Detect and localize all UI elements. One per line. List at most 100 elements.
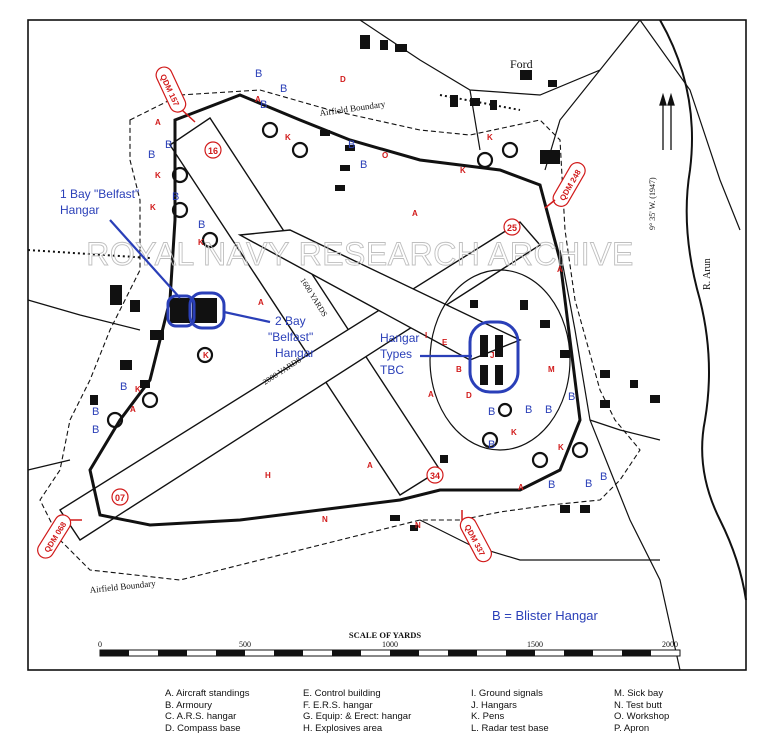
watermark-text: ROYAL NAVY RESEARCH ARCHIVE xyxy=(86,236,634,272)
svg-text:B: B xyxy=(548,479,555,491)
svg-text:K: K xyxy=(203,351,209,360)
map-legend: A. Aircraft standings B. Armoury C. A.R.… xyxy=(165,688,725,734)
legend-item-b: B. Armoury xyxy=(165,699,212,711)
legend-item-d: D. Compass base xyxy=(165,722,241,734)
svg-text:A: A xyxy=(367,461,373,470)
scale-ticks: 0 500 1000 1500 2000 xyxy=(98,640,678,649)
one-bay-highlight xyxy=(166,294,196,328)
scale-tick-2000: 2000 xyxy=(662,640,678,649)
svg-text:B: B xyxy=(280,83,287,95)
runway-number-07: 07 xyxy=(111,488,129,506)
svg-text:K: K xyxy=(558,443,564,452)
svg-text:K: K xyxy=(135,385,141,394)
svg-text:K: K xyxy=(198,238,204,247)
svg-text:I: I xyxy=(425,331,427,340)
svg-text:K: K xyxy=(460,166,466,175)
svg-text:A: A xyxy=(155,118,161,127)
svg-text:B: B xyxy=(456,365,462,374)
hangar-types-annotation-line2: Types xyxy=(380,347,412,361)
boundary-label-south: Airfield Boundary xyxy=(89,578,156,595)
svg-text:B: B xyxy=(545,404,552,416)
legend-item-m: M. Sick bay xyxy=(614,688,664,699)
svg-text:D: D xyxy=(466,391,472,400)
svg-text:K: K xyxy=(155,171,161,180)
runway-number-16: 16 xyxy=(204,141,222,159)
svg-text:A: A xyxy=(557,265,563,274)
runway-number-34-label: 34 xyxy=(430,471,440,481)
annotation-leaders xyxy=(109,219,472,358)
runway-number-16-label: 16 xyxy=(208,146,218,156)
qdm-157-arrow xyxy=(181,109,196,123)
legend-item-g: G. Equip: & Erect: hangar xyxy=(303,711,412,722)
legend-column-1: A. Aircraft standings B. Armoury C. A.R.… xyxy=(165,688,285,734)
scale-tick-1500: 1500 xyxy=(527,640,543,649)
blister-hangar-note: B = Blister Hangar xyxy=(492,608,599,623)
runway-number-25: 25 xyxy=(503,218,521,236)
runway-number-25-label: 25 xyxy=(507,223,517,233)
technical-site-south xyxy=(429,269,571,451)
qdm-248: QDM 248 xyxy=(552,162,586,207)
legend-item-f: F. E.R.S. hangar xyxy=(303,699,373,711)
legend-item-p: P. Apron xyxy=(614,722,650,734)
svg-text:B: B xyxy=(255,68,262,80)
svg-text:N: N xyxy=(322,515,328,524)
svg-text:B: B xyxy=(260,99,267,111)
svg-text:B: B xyxy=(348,139,355,151)
svg-text:B: B xyxy=(600,471,607,483)
perimeter-track xyxy=(88,93,582,527)
two-bay-annotation-line2: "Belfast" xyxy=(268,330,313,344)
svg-text:J: J xyxy=(490,351,494,360)
two-bay-highlight xyxy=(188,291,226,330)
svg-text:O: O xyxy=(382,151,388,160)
legend-item-i: I. Ground signals xyxy=(471,688,543,699)
runway-secondary xyxy=(237,229,522,361)
svg-text:B: B xyxy=(488,406,495,418)
svg-text:B: B xyxy=(92,406,99,418)
qdm-157: QDM 157 xyxy=(155,66,187,113)
hangar-types-annotation-line3: TBC xyxy=(380,363,404,377)
legend-item-n: N. Test butt xyxy=(614,699,662,711)
two-bay-annotation-line1: 2 Bay xyxy=(275,314,306,328)
scale-tick-500: 500 xyxy=(239,640,251,649)
svg-text:M: M xyxy=(548,365,555,374)
svg-text:A: A xyxy=(412,209,418,218)
svg-text:K: K xyxy=(150,203,156,212)
legend-item-k: K. Pens xyxy=(471,711,505,722)
svg-text:K: K xyxy=(511,428,517,437)
hangar-types-annotation-line1: Hangar xyxy=(380,331,419,345)
place-name-label: Ford xyxy=(510,57,533,71)
svg-text:B: B xyxy=(525,404,532,416)
svg-text:B: B xyxy=(568,391,575,403)
svg-text:A: A xyxy=(518,483,524,492)
qdm-248-arrow xyxy=(544,199,556,209)
svg-text:B: B xyxy=(360,159,367,171)
qdm-337: QDM 337 xyxy=(459,516,492,563)
legend-item-o: O. Workshop xyxy=(614,711,670,722)
legend-item-h: H. Explosives area xyxy=(303,722,383,734)
svg-text:B: B xyxy=(148,149,155,161)
legend-item-j: J. Hangars xyxy=(471,699,517,711)
one-bay-annotation-line2: Hangar xyxy=(60,203,99,217)
svg-text:A: A xyxy=(428,390,434,399)
svg-text:B: B xyxy=(585,478,592,490)
legend-item-l: L. Radar test base xyxy=(471,722,549,734)
two-bay-annotation-line3: Hangar xyxy=(275,346,314,360)
svg-text:N: N xyxy=(415,521,421,530)
legend-item-a: A. Aircraft standings xyxy=(165,688,250,699)
svg-text:K: K xyxy=(487,133,493,142)
map-frame xyxy=(27,19,747,671)
svg-text:B: B xyxy=(198,219,205,231)
scale-tick-1000: 1000 xyxy=(382,640,398,649)
legend-column-3: I. Ground signals J. Hangars K. Pens L. … xyxy=(471,688,596,734)
svg-text:B: B xyxy=(165,139,172,151)
svg-text:B: B xyxy=(120,381,127,393)
legend-item-e: E. Control building xyxy=(303,688,381,699)
svg-text:A: A xyxy=(130,405,136,414)
svg-text:D: D xyxy=(340,75,346,84)
qdm-068: QDM 068 xyxy=(37,514,72,559)
variation-label: 9° 35' W. (1947) xyxy=(648,177,657,230)
svg-text:B: B xyxy=(92,424,99,436)
dispersal-pens xyxy=(106,121,589,469)
